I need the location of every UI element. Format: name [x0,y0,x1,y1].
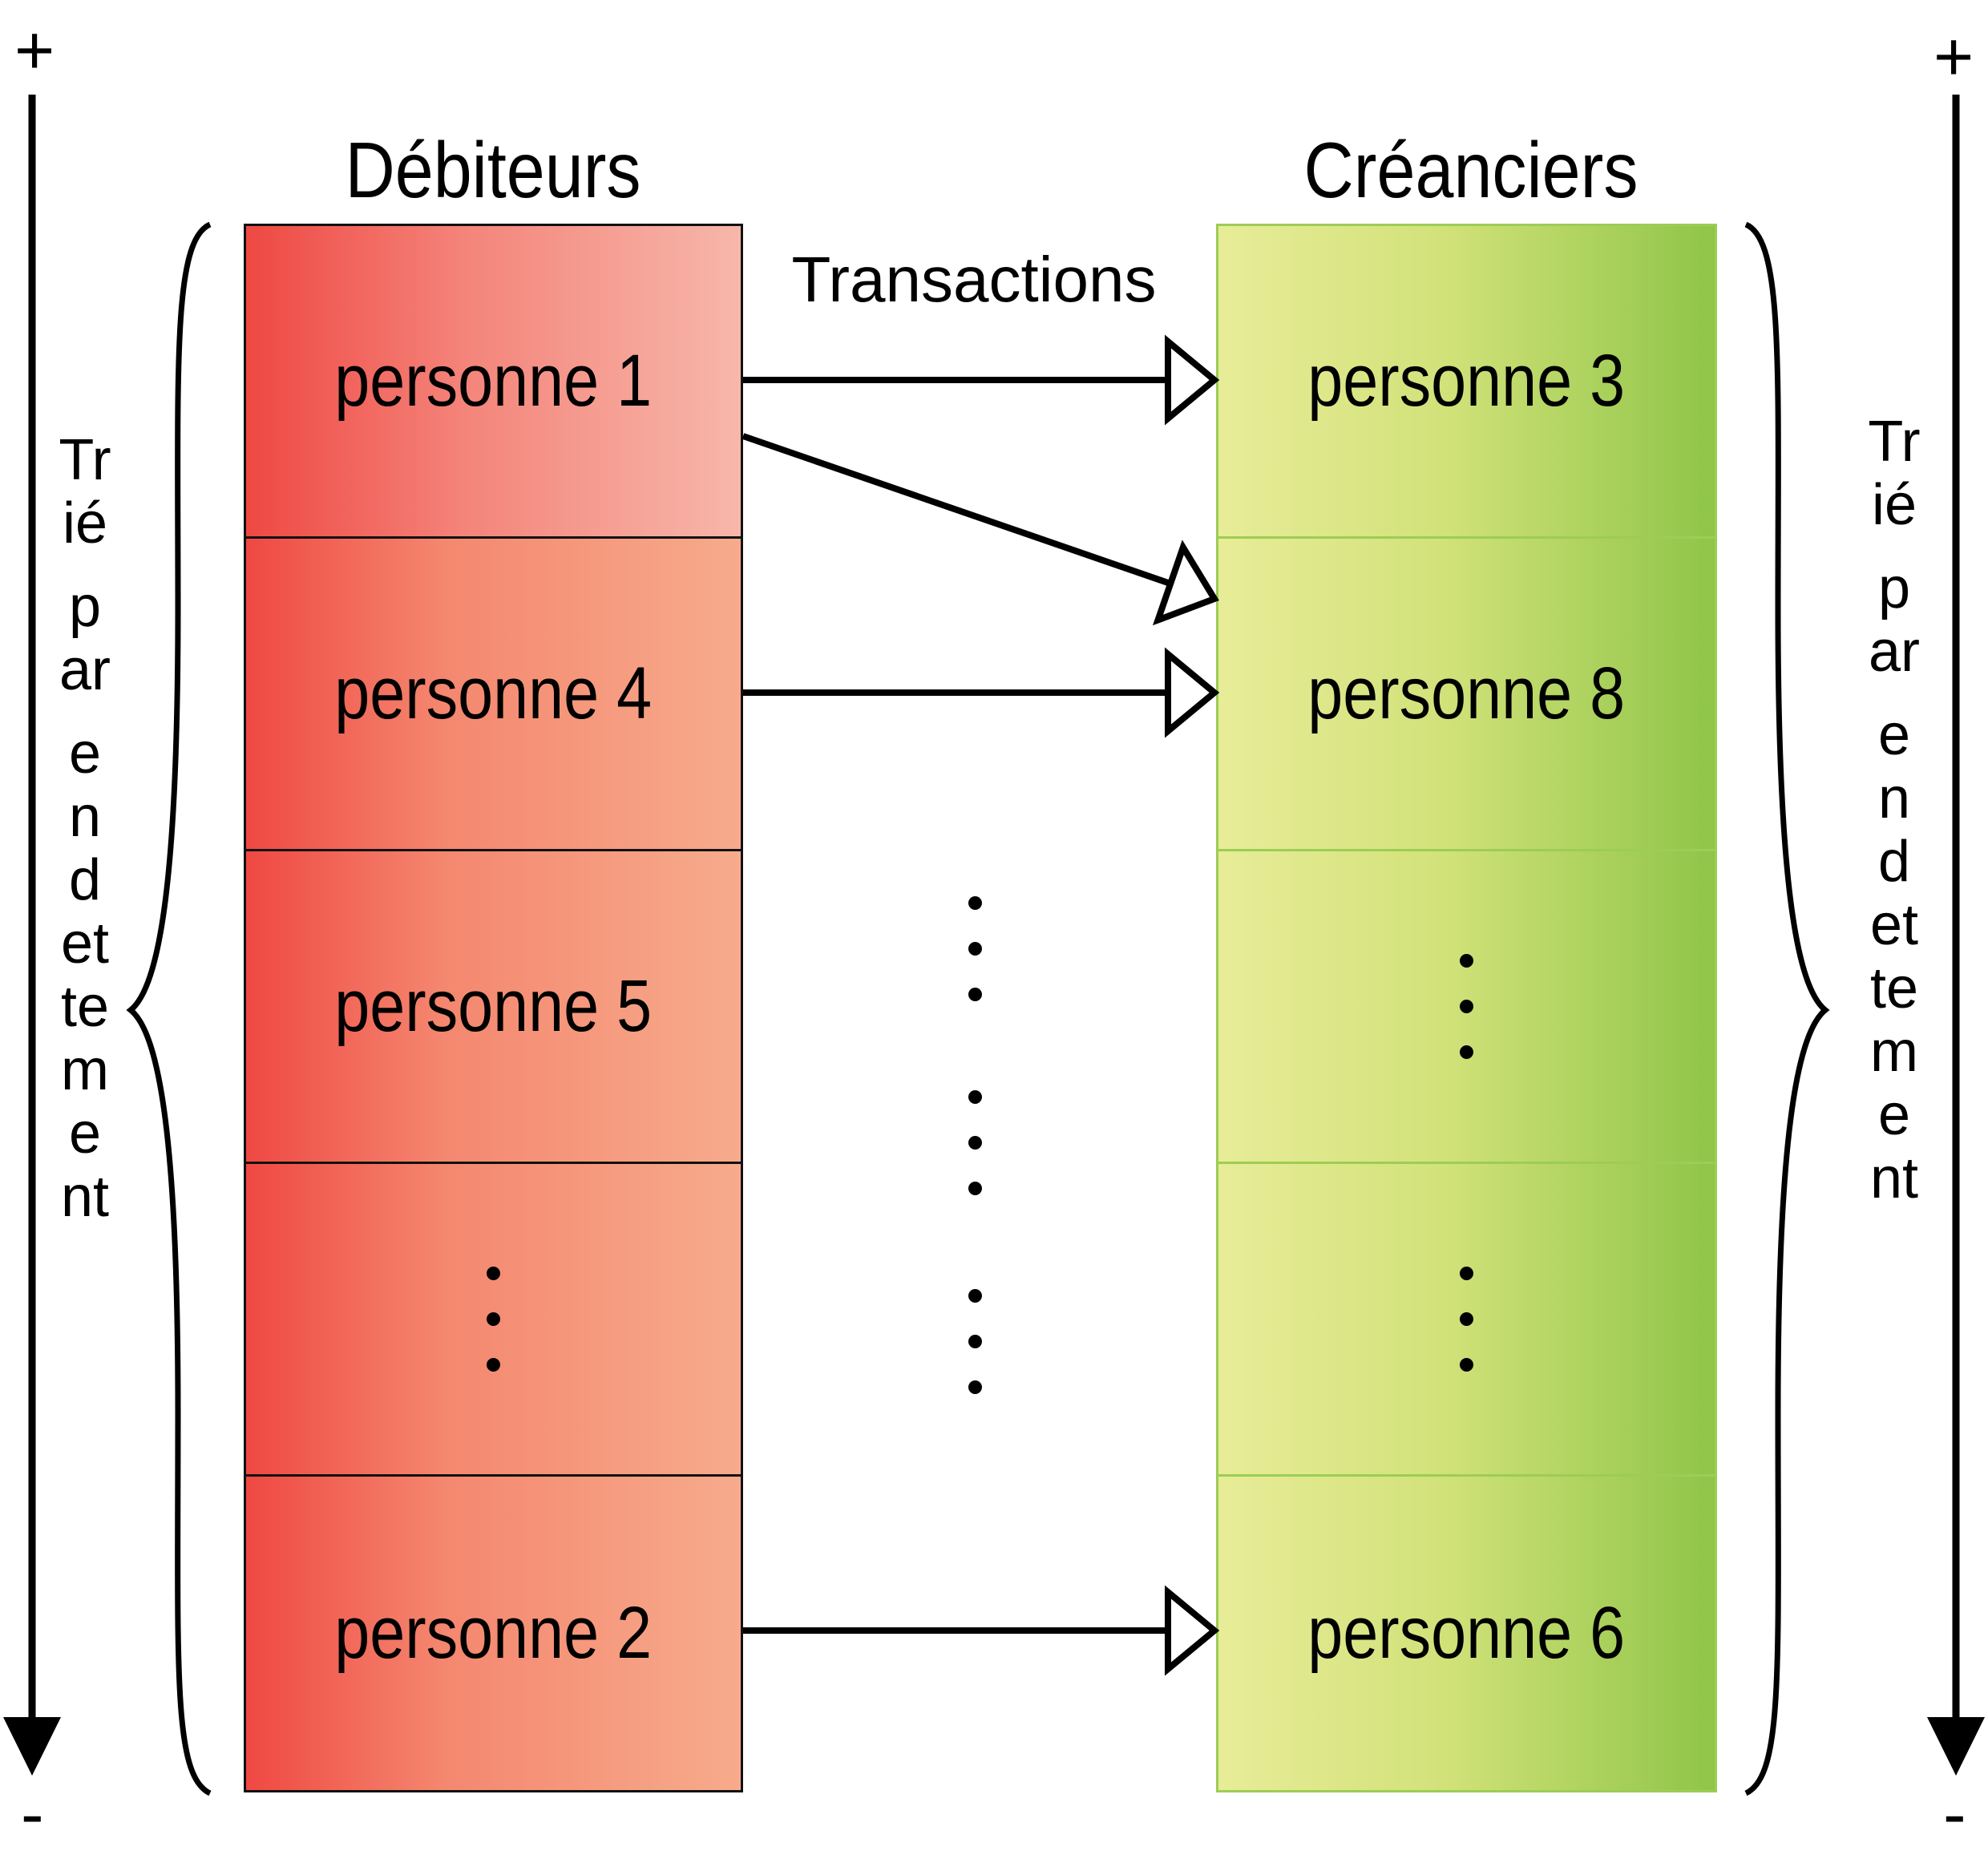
left-axis-arrowhead-icon [3,1717,61,1776]
debtor-name: personne 1 [334,340,653,422]
creditor-row [1216,1162,1717,1477]
ellipsis-vertical [1460,1251,1473,1388]
transaction-arrowhead-icon [1152,540,1219,626]
axis-label-word: par [1868,556,1921,684]
right-axis-arrowhead-icon [1927,1717,1985,1776]
debtor-name: personne 2 [334,1592,653,1674]
debtor-row: personne 4 [244,536,743,851]
axis-label-word: Trié [1868,410,1921,537]
debtor-row: personne 2 [244,1474,743,1792]
transactions-label: Transactions [791,244,1157,315]
debtor-row [244,1162,743,1477]
transaction-arrowhead-icon [1165,647,1220,738]
left-axis-plus: + [14,12,55,89]
creditor-row: personne 8 [1216,536,1717,851]
debtor-name: personne 4 [334,653,653,734]
creditor-row: personne 3 [1216,224,1717,539]
debtors-title: Débiteurs [345,126,641,214]
creditor-name: personne 3 [1307,340,1626,422]
creditor-name: personne 8 [1307,653,1626,734]
creditor-row: personne 6 [1216,1474,1717,1792]
debtor-name: personne 5 [334,965,653,1047]
debtor-row: personne 1 [244,224,743,539]
right-axis-plus: + [1933,18,1974,95]
right-brace-icon [1744,221,1830,1796]
left-axis-minus: - [21,1776,44,1853]
creditors-title: Créanciers [1303,126,1638,214]
debtor-row: personne 5 [244,849,743,1164]
creditor-row [1216,849,1717,1164]
ellipsis-vertical [487,1251,500,1388]
transaction-arrow-line [741,433,1172,587]
axis-label-word: par [59,575,111,702]
axis-label-word: endettement [1869,703,1919,1210]
transactions-ellipsis [968,1273,982,1410]
creditor-name: personne 6 [1307,1592,1626,1674]
transactions-ellipsis [968,880,982,1017]
left-axis-label: Trié par endettement [53,429,117,1229]
transaction-arrowhead-icon [1165,1585,1220,1676]
transaction-arrowhead-icon [1165,334,1220,426]
right-axis-label: Trié par endettement [1862,410,1926,1210]
axis-label-word: endettement [60,721,110,1229]
axis-label-word: Trié [59,428,111,556]
transactions-ellipsis [968,1074,982,1211]
ellipsis-vertical [1460,938,1473,1075]
right-axis-minus: - [1943,1776,1966,1853]
left-brace-icon [126,221,212,1796]
